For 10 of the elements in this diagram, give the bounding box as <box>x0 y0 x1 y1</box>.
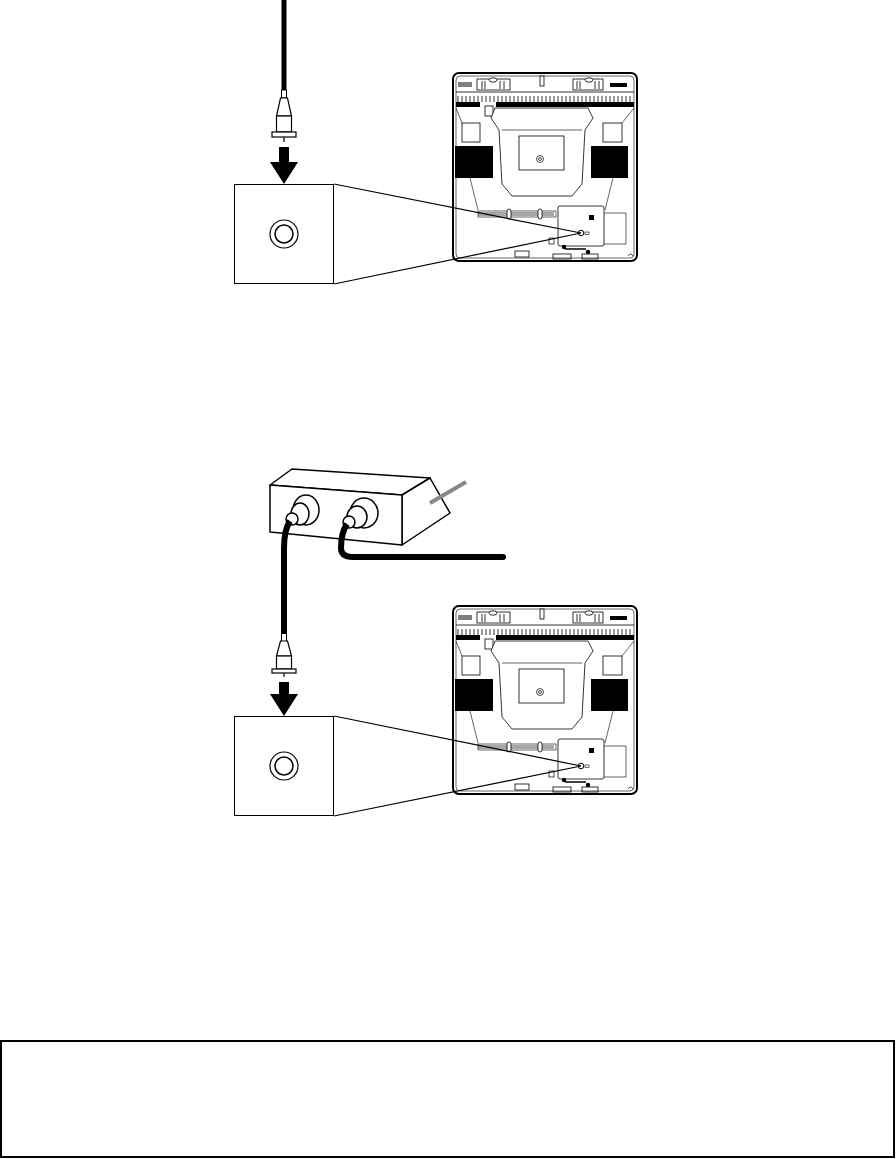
tv-rear-panel-drawing <box>452 605 638 795</box>
coax-plug-drawing <box>270 633 298 677</box>
arrow <box>270 147 298 184</box>
magnified-view-box <box>234 716 334 816</box>
magnified-view-box <box>234 184 334 284</box>
tv-rear-panel-drawing <box>452 72 638 262</box>
arrow <box>270 682 298 716</box>
coax-cable <box>281 548 287 633</box>
coax-plug-drawing <box>270 0 298 142</box>
empty-note-frame <box>0 1040 895 1158</box>
